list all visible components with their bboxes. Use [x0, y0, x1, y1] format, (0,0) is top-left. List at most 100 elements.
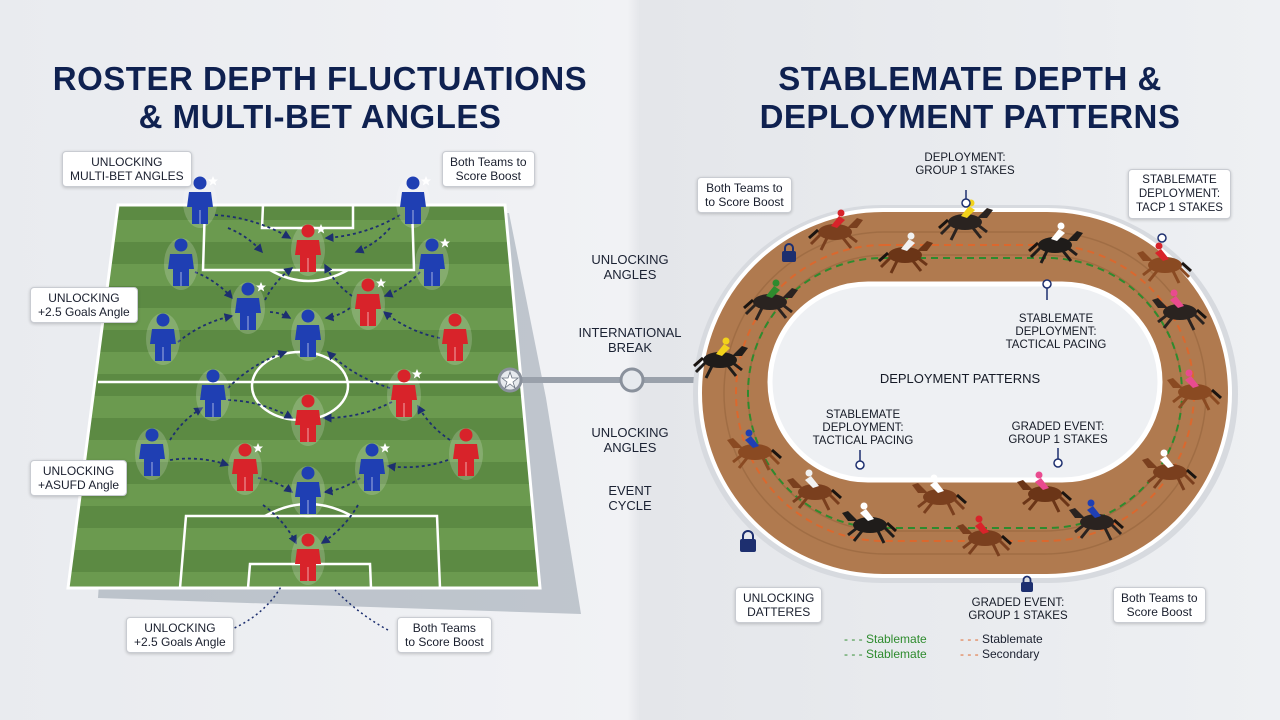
pass-arrow: [324, 307, 351, 322]
player-home: [396, 176, 431, 228]
callout-unlocking-datteres: UNLOCKING DATTERES: [735, 587, 823, 623]
callout-btts-boost-bottom: Both Teams to Score Boost: [397, 617, 492, 653]
horse-with-jockey: [1028, 222, 1083, 264]
horses: [693, 199, 1222, 557]
flow-label-unlocking-angles-2: UNLOCKING ANGLES: [591, 425, 669, 455]
pass-arrows: [169, 214, 451, 545]
legend-item: - - - Stablemate: [844, 632, 927, 646]
title-left-line2: & MULTI-BET ANGLES: [138, 98, 502, 135]
pass-arrow: [177, 313, 234, 343]
callout-btts-boost-track: Both Teams to to Score Boost: [697, 177, 792, 213]
star-icon: [380, 443, 390, 453]
star-icon: [412, 369, 422, 379]
player-away: [351, 278, 386, 330]
pass-arrow: [262, 504, 297, 545]
star-icon: [376, 278, 386, 288]
title-roster-depth: ROSTER DEPTH FLUCTUATIONS & MULTI-BET AN…: [40, 60, 600, 136]
flow-label-event-cycle: EVENT CYCLE: [608, 483, 652, 513]
legend-item: - - - Secondary: [960, 647, 1040, 661]
star-icon: [253, 443, 263, 453]
player-away: [291, 533, 325, 585]
horse-with-jockey: [1137, 242, 1192, 284]
pass-arrow: [214, 214, 292, 239]
flow-label-international-break: INTERNATIONAL BREAK: [578, 325, 682, 355]
flow-label-unlocking-angles: UNLOCKING ANGLES: [591, 252, 669, 282]
player-home: [146, 313, 180, 365]
label-deployment-patterns: DEPLOYMENT PATTERNS: [879, 371, 1041, 386]
player-home: [291, 309, 325, 361]
player-home: [196, 369, 230, 421]
label-tactical-pacing-left: STABLEMATE DEPLOYMENT: TACTICAL PACING: [812, 409, 914, 447]
legend-label: Secondary: [982, 647, 1040, 661]
horse-with-jockey: [878, 232, 933, 274]
horse-with-jockey: [957, 515, 1012, 557]
callout-goals-angle-bottom: UNLOCKING +2.5 Goals Angle: [126, 617, 234, 653]
callout-btts-boost-top: Both Teams to Score Boost: [442, 151, 535, 187]
player-away: [438, 313, 472, 365]
player-away: [291, 394, 325, 446]
pass-arrow: [322, 401, 393, 423]
pass-arrow: [227, 350, 288, 389]
horse-with-jockey: [693, 337, 748, 379]
lock-icon: [740, 530, 756, 552]
soccer-pitch: [66, 203, 581, 614]
title-right-line1: STABLEMATE DEPTH &: [778, 60, 1162, 97]
horse-with-jockey: [808, 209, 863, 251]
racetrack: [693, 205, 1238, 583]
player-away: [449, 428, 483, 480]
pass-arrow: [324, 214, 401, 242]
horse-with-jockey: [842, 502, 897, 544]
callout-goals-angle: UNLOCKING +2.5 Goals Angle: [30, 287, 138, 323]
title-stablemate-depth: STABLEMATE DEPTH & DEPLOYMENT PATTERNS: [700, 60, 1240, 136]
pass-arrow: [354, 227, 391, 254]
pass-arrow: [264, 267, 294, 301]
horse-with-jockey: [743, 279, 798, 321]
star-icon: [421, 176, 431, 186]
legend-label: Stablemate: [866, 647, 927, 661]
star-icon: [316, 224, 326, 234]
player-home: [291, 466, 325, 518]
legend-label: Stablemate: [866, 632, 927, 646]
horse-with-jockey: [727, 429, 782, 471]
legend-label: Stablemate: [982, 632, 1043, 646]
player-home: [415, 238, 450, 290]
lock-icon: [782, 243, 796, 262]
title-right-line2: DEPLOYMENT PATTERNS: [759, 98, 1181, 135]
player-home: [135, 428, 169, 480]
star-icon: [440, 238, 450, 248]
title-left-line1: ROSTER DEPTH FLUCTUATIONS: [52, 60, 588, 97]
horse-with-jockey: [938, 199, 993, 241]
pass-arrow: [257, 477, 294, 493]
callout-asufd-angle: UNLOCKING +ASUFD Angle: [30, 460, 128, 496]
player-away: [387, 369, 422, 421]
horse-with-jockey: [912, 474, 967, 516]
pass-arrow: [324, 263, 353, 297]
star-icon: [208, 176, 218, 186]
callout-btts-boost-track-bottom: Both Teams to Score Boost: [1113, 587, 1206, 623]
horse-with-jockey: [1142, 449, 1197, 491]
horse-with-jockey: [1069, 499, 1124, 541]
star-icon: [256, 282, 266, 292]
callout-stablemate-deployment: STABLEMATE DEPLOYMENT: TACP 1 STAKES: [1128, 169, 1231, 219]
lock-icon: [1021, 575, 1033, 592]
legend-item: - - - Stablemate: [844, 647, 927, 661]
pass-arrow: [323, 477, 361, 496]
label-graded-event-inner: GRADED EVENT: GROUP 1 STAKES: [1008, 421, 1108, 446]
horse-with-jockey: [1167, 369, 1222, 411]
player-away: [291, 224, 326, 276]
player-home: [164, 238, 198, 290]
callout-connectors: [229, 584, 389, 631]
pass-arrow: [382, 311, 441, 339]
player-home: [183, 176, 218, 228]
player-home: [355, 443, 390, 495]
pass-arrow: [227, 227, 263, 254]
label-deployment-group1: DEPLOYMENT: GROUP 1 STAKES: [915, 152, 1015, 177]
player-home: [231, 282, 266, 334]
player-away: [228, 443, 263, 495]
horse-with-jockey: [787, 469, 842, 511]
pass-arrow: [326, 350, 391, 389]
pass-arrow: [320, 504, 359, 544]
players: [135, 176, 483, 585]
callout-multi-bet-angles: UNLOCKING MULTI-BET ANGLES: [62, 151, 192, 187]
